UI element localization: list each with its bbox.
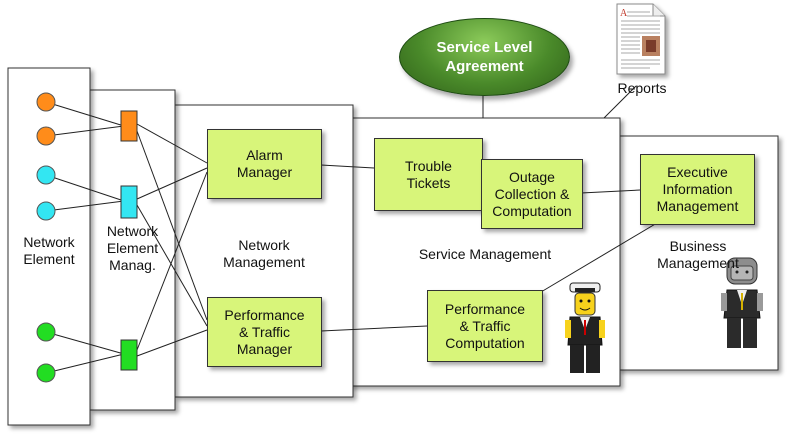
- outage-collection-computation-box: Outage Collection & Computation: [481, 159, 583, 229]
- trouble-tickets-box: Trouble Tickets: [374, 138, 483, 211]
- network-element-node: [36, 126, 56, 146]
- service-level-agreement: Service Level Agreement: [399, 18, 570, 96]
- reports-label: Reports: [617, 80, 667, 96]
- network-element-node: [36, 165, 56, 185]
- network-element-label: Network Element: [23, 234, 75, 267]
- service-management-label: Service Management: [418, 246, 552, 262]
- function-links: [320, 164, 663, 332]
- network-element-manag-label: Network Element Manag.: [106, 223, 159, 273]
- business-manager-figure-icon: [721, 257, 763, 348]
- element-manager-node: [120, 339, 138, 371]
- network-element-node: [36, 201, 56, 221]
- element-manager-node: [120, 110, 138, 142]
- reports-document-icon: A: [616, 3, 666, 75]
- network-element-node: [36, 92, 56, 112]
- element-manager-node: [120, 185, 138, 219]
- svg-text:A: A: [620, 8, 628, 19]
- network-element-node: [36, 363, 56, 383]
- performance-traffic-computation-box: Performance & Traffic Computation: [427, 290, 543, 362]
- reports-connector: [603, 85, 637, 119]
- executive-information-management-box: Executive Information Management: [640, 154, 755, 225]
- performance-traffic-manager-box: Performance & Traffic Manager: [207, 297, 322, 367]
- network-management-label: Network Management: [223, 237, 305, 270]
- alarm-manager-box: Alarm Manager: [207, 129, 322, 199]
- service-manager-figure-icon: [565, 282, 605, 373]
- element-links: [45, 101, 125, 374]
- network-element-node: [36, 322, 56, 342]
- business-management-label: Business Management: [657, 238, 739, 271]
- manager-links: [136, 123, 208, 357]
